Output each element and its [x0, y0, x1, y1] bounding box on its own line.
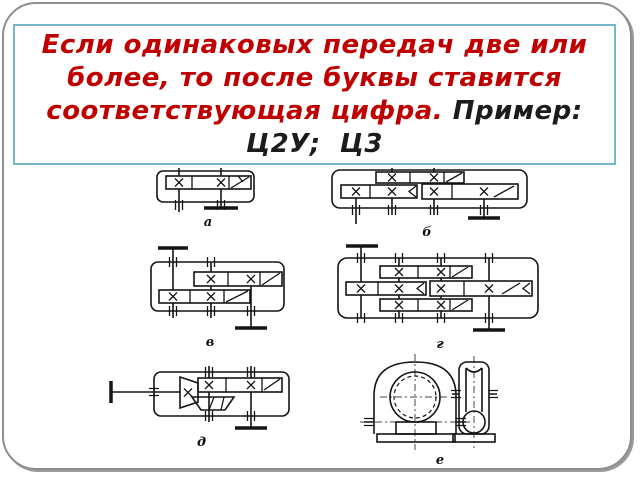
- reducer-drawing-a: [156, 168, 255, 212]
- figure-scheme-v: в: [124, 244, 296, 349]
- figure-label-a: а: [203, 215, 213, 230]
- figure-label-b: б: [422, 225, 432, 240]
- figure-scheme-a: а: [142, 168, 274, 229]
- figure-label-e: е: [435, 453, 445, 468]
- figure-scheme-b: б: [326, 168, 528, 239]
- reducer-drawing-g: [337, 244, 539, 332]
- figure-label-g: г: [436, 337, 444, 352]
- callout-text-dark-3: Пример:: [443, 96, 583, 126]
- figure-label-v: в: [205, 335, 215, 350]
- figure-scheme-g: г: [334, 242, 546, 351]
- text-callout: Если одинаковых передач две или более, т…: [13, 24, 616, 165]
- callout-line-1: Если одинаковых передач две или: [15, 29, 614, 62]
- figure-label-d: д: [196, 435, 207, 450]
- callout-line-3: соответствующая цифра. Пример:: [15, 95, 614, 128]
- callout-line-4: Ц2У; Ц3: [15, 128, 614, 161]
- callout-text-red-3: соответствующая цифра.: [46, 96, 444, 126]
- callout-line-2: более, то после буквы ставится: [15, 62, 614, 95]
- reducer-drawing-d: [109, 366, 290, 430]
- slide-frame: Если одинаковых передач две или более, т…: [2, 2, 632, 470]
- callout-text-red-2: более, то после буквы ставится: [67, 63, 562, 93]
- reducer-drawing-b: [331, 168, 528, 224]
- reducer-drawing-v: [150, 246, 285, 330]
- callout-text-red-1: Если одинаковых передач две или: [41, 30, 588, 60]
- reducer-drawing-e: [360, 354, 499, 450]
- figure-scheme-e: е: [356, 352, 524, 467]
- callout-text-dark-4: Ц2У; Ц3: [246, 129, 383, 159]
- figure-scheme-d: д: [104, 364, 299, 449]
